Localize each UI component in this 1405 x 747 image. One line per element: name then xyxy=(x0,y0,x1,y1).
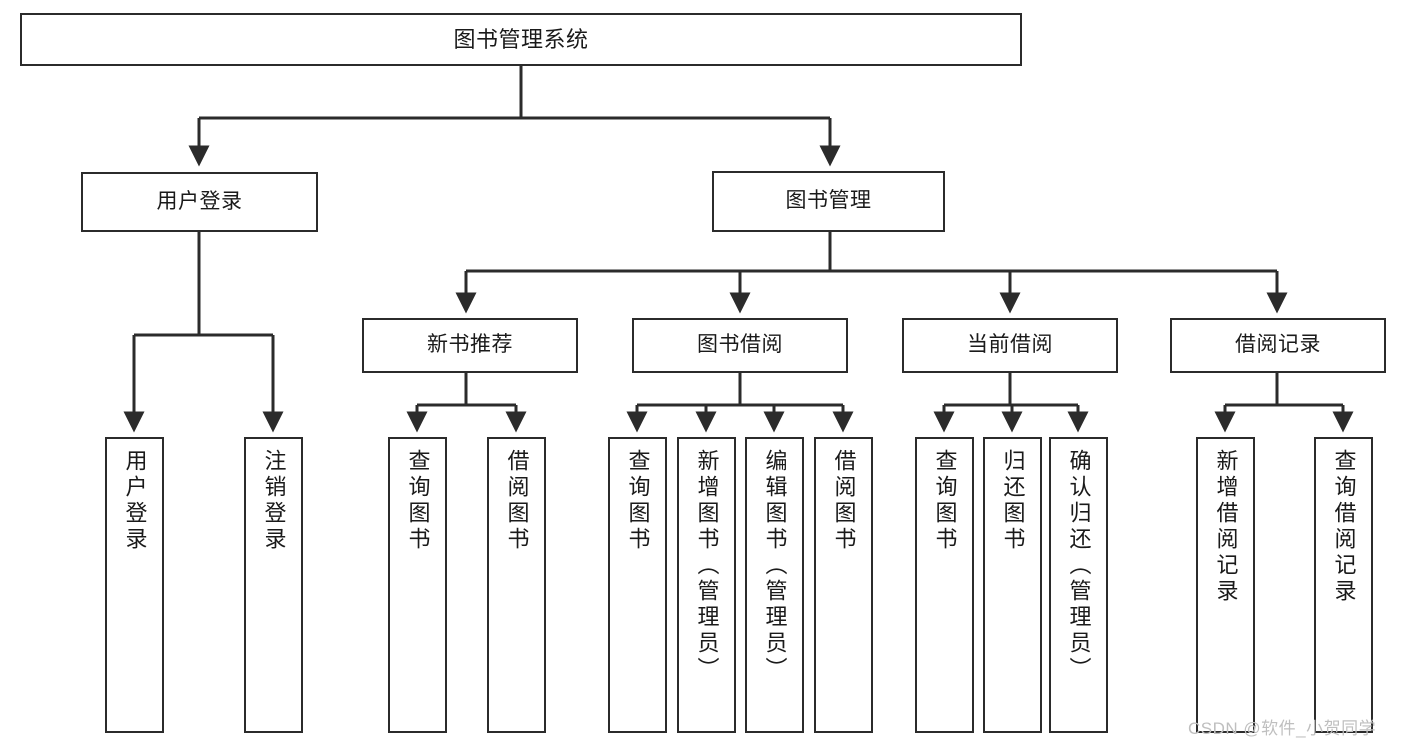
node-leaf-user-logout[interactable]: 注销登录 xyxy=(244,437,303,733)
node-leaf-nbr-borrow[interactable]: 借阅图书 xyxy=(487,437,546,733)
node-leaf-user-login-label: 用户登录 xyxy=(122,449,148,553)
node-book-manage-label: 图书管理 xyxy=(785,189,872,213)
node-leaf-user-logout-label: 注销登录 xyxy=(261,449,287,553)
node-user-login-label: 用户登录 xyxy=(156,189,243,213)
node-leaf-br-query-label: 查询借阅记录 xyxy=(1331,449,1357,605)
node-book-borrow[interactable]: 图书借阅 xyxy=(632,318,848,373)
node-leaf-cb-query-label: 查询图书 xyxy=(932,449,958,553)
node-leaf-cb-return[interactable]: 归还图书 xyxy=(983,437,1042,733)
node-borrow-record[interactable]: 借阅记录 xyxy=(1170,318,1386,373)
node-user-login[interactable]: 用户登录 xyxy=(81,172,318,232)
node-root-label: 图书管理系统 xyxy=(453,26,589,52)
node-book-manage[interactable]: 图书管理 xyxy=(712,171,945,232)
node-leaf-nbr-query-label: 查询图书 xyxy=(405,449,431,553)
node-leaf-br-add[interactable]: 新增借阅记录 xyxy=(1196,437,1255,733)
node-leaf-cb-confirm-label: 确认归还（管理员） xyxy=(1066,449,1092,683)
node-new-book-recommend[interactable]: 新书推荐 xyxy=(362,318,578,373)
node-leaf-nbr-query[interactable]: 查询图书 xyxy=(388,437,447,733)
node-leaf-bb-borrow[interactable]: 借阅图书 xyxy=(814,437,873,733)
node-leaf-bb-add-label: 新增图书（管理员） xyxy=(694,449,720,683)
node-leaf-nbr-borrow-label: 借阅图书 xyxy=(504,449,530,553)
node-leaf-bb-edit-label: 编辑图书（管理员） xyxy=(762,449,788,683)
node-leaf-br-add-label: 新增借阅记录 xyxy=(1213,449,1239,605)
node-book-borrow-label: 图书借阅 xyxy=(697,333,783,357)
node-current-borrow-label: 当前借阅 xyxy=(967,333,1053,357)
node-leaf-user-login[interactable]: 用户登录 xyxy=(105,437,164,733)
node-leaf-bb-query[interactable]: 查询图书 xyxy=(608,437,667,733)
node-leaf-cb-query[interactable]: 查询图书 xyxy=(915,437,974,733)
node-leaf-bb-edit[interactable]: 编辑图书（管理员） xyxy=(745,437,804,733)
node-current-borrow[interactable]: 当前借阅 xyxy=(902,318,1118,373)
node-borrow-record-label: 借阅记录 xyxy=(1235,333,1321,357)
node-leaf-bb-add[interactable]: 新增图书（管理员） xyxy=(677,437,736,733)
node-leaf-br-query[interactable]: 查询借阅记录 xyxy=(1314,437,1373,733)
csdn-watermark: CSDN @软件_小贺同学 xyxy=(1188,719,1377,738)
node-leaf-bb-borrow-label: 借阅图书 xyxy=(831,449,857,553)
node-new-book-recommend-label: 新书推荐 xyxy=(427,333,513,357)
node-leaf-bb-query-label: 查询图书 xyxy=(625,449,651,553)
node-leaf-cb-confirm[interactable]: 确认归还（管理员） xyxy=(1049,437,1108,733)
node-root[interactable]: 图书管理系统 xyxy=(20,13,1022,66)
node-leaf-cb-return-label: 归还图书 xyxy=(1000,449,1026,553)
